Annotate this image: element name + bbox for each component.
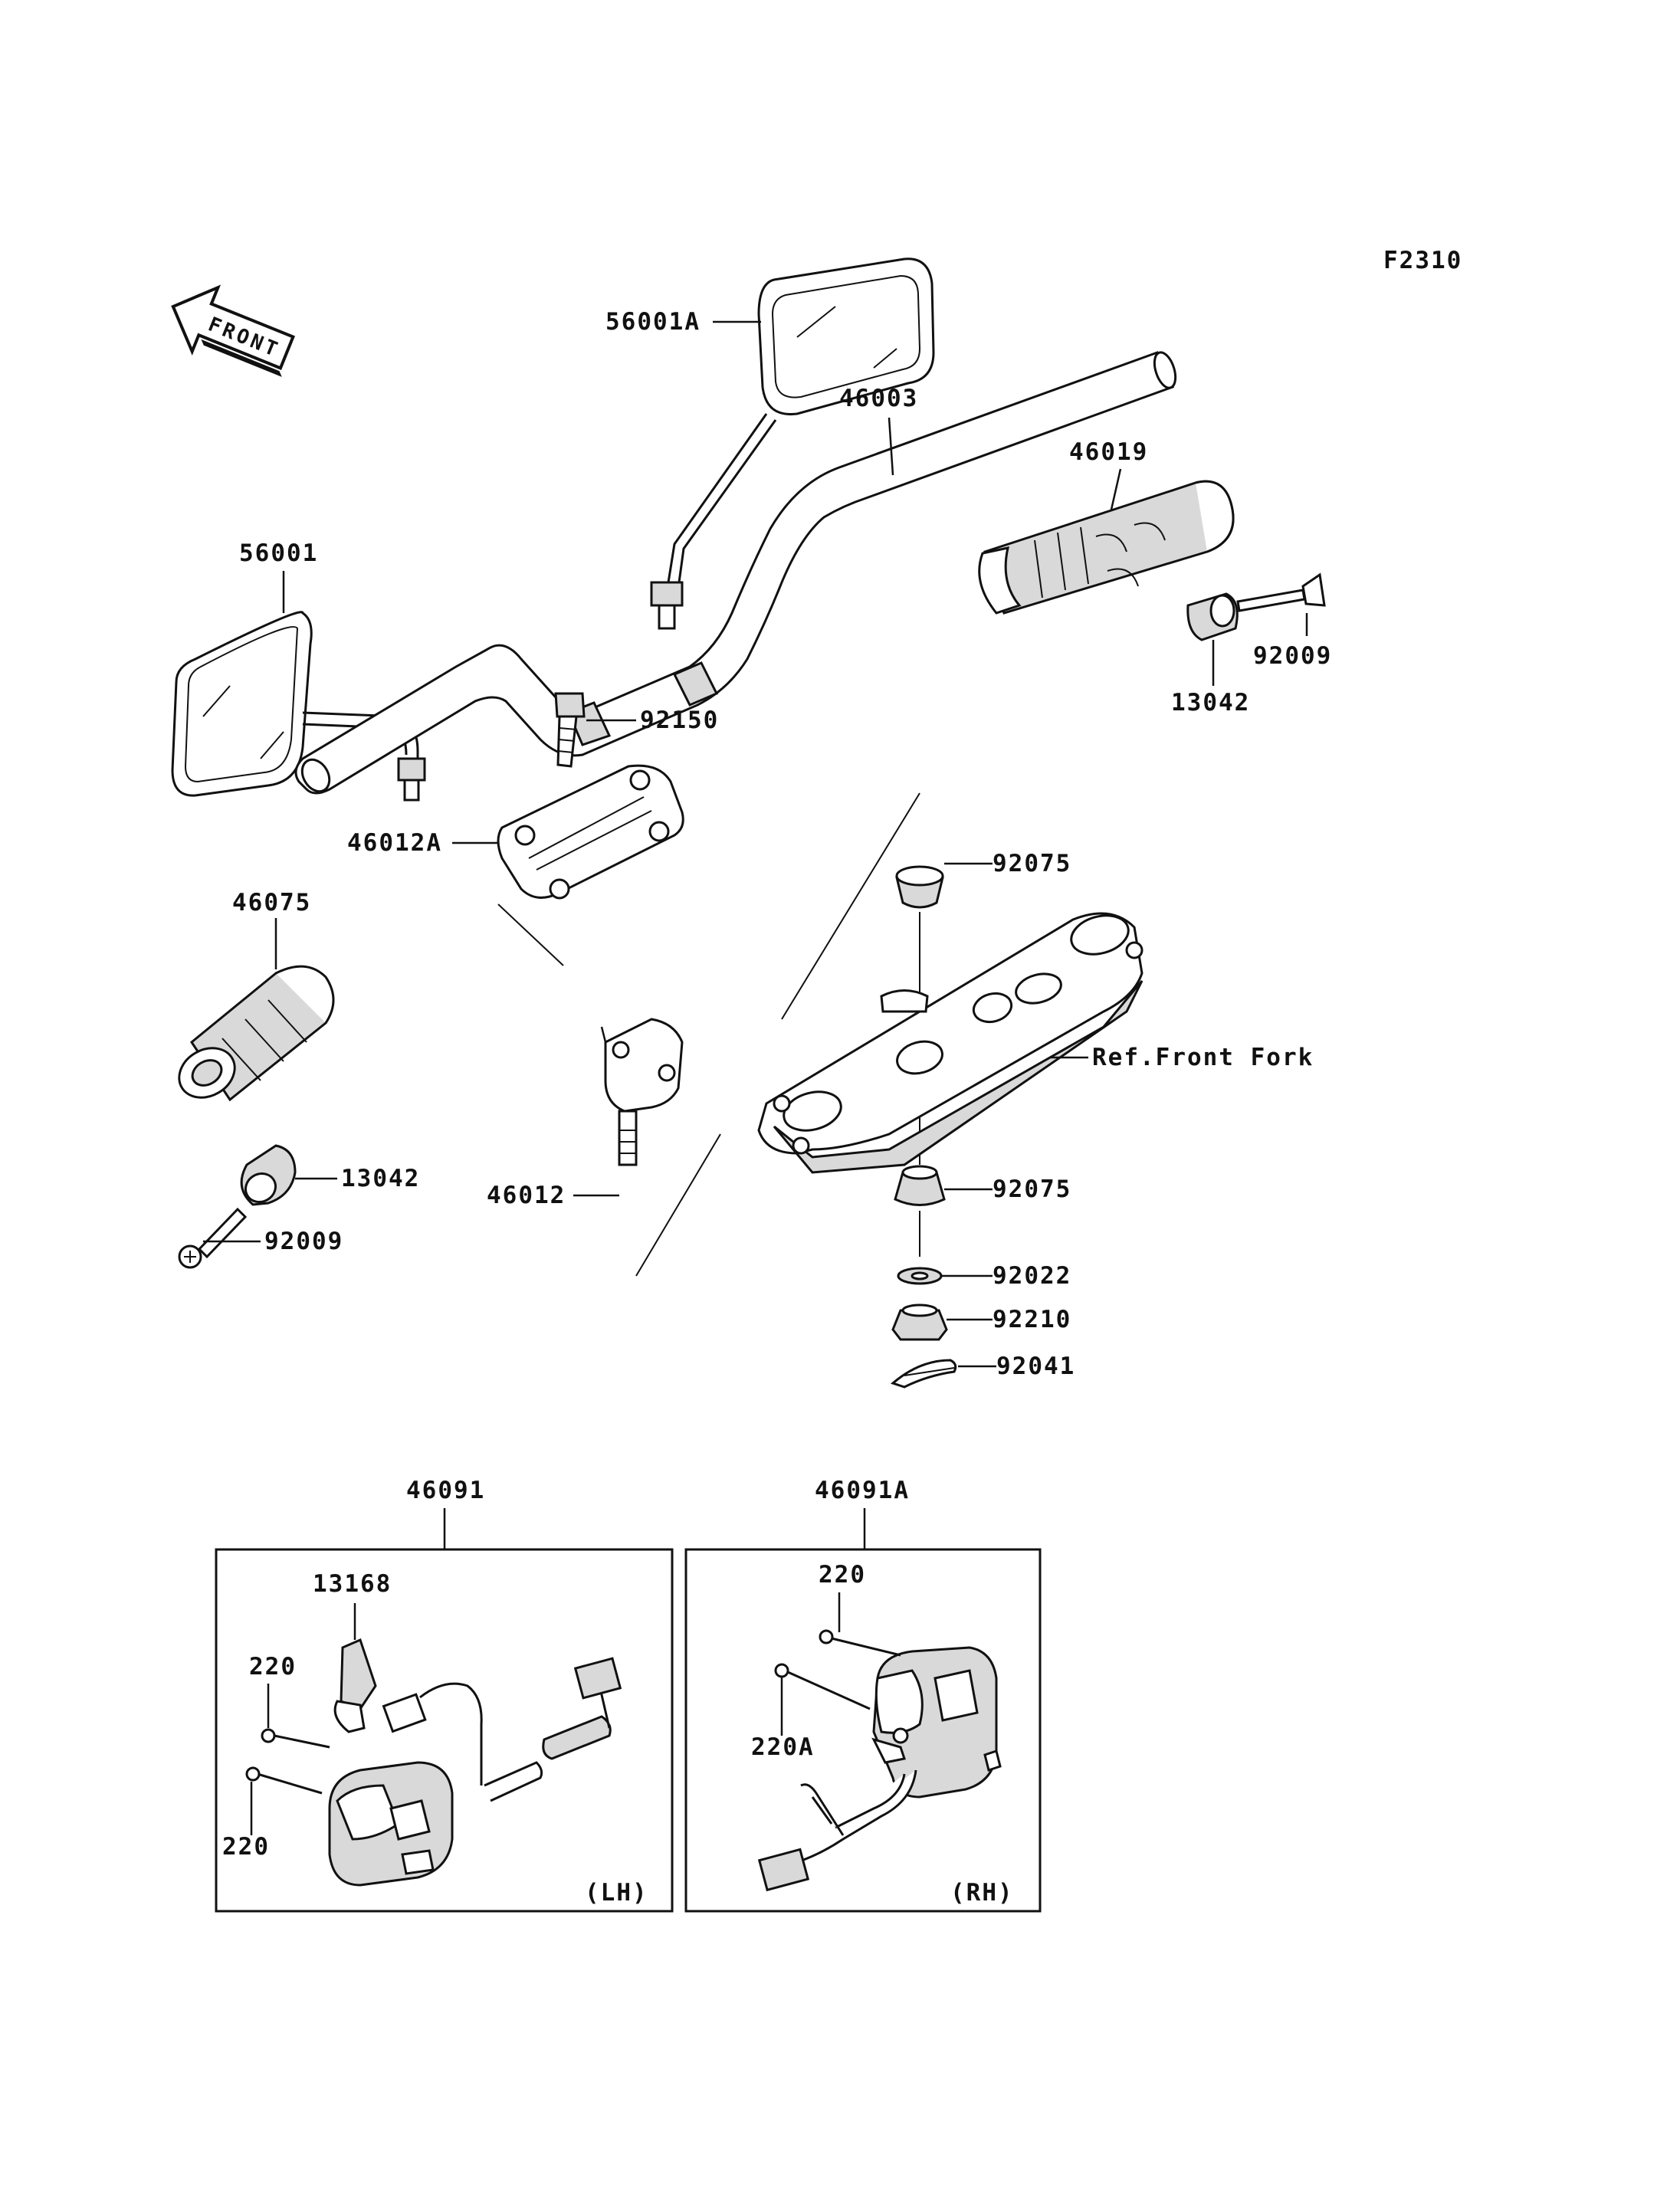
callout-bolt-clamp: 92150 [640,707,719,734]
callout-weight-right: 13042 [1171,689,1250,716]
ref-front-fork-label: Ref.Front Fork [1092,1044,1314,1071]
callout-holder: 46012 [487,1182,566,1209]
callout-bolt-right: 92009 [1253,642,1332,670]
switch-rh-side: (RH) [950,1879,1014,1907]
callout-rh-screw: 220 [819,1561,866,1589]
bolt-left-icon [178,1207,248,1269]
callout-cotter-pin: 92041 [996,1353,1075,1380]
callout-bolt-left: 92009 [264,1228,343,1255]
nut-icon [891,1303,948,1341]
figure-code: F2310 [1383,247,1462,274]
switch-lh-icon [245,1638,622,1887]
bolt-right-icon [1236,572,1326,612]
callout-weight-left: 13042 [341,1165,420,1192]
weight-right-icon [1186,592,1239,641]
callout-grip-right: 46019 [1069,438,1148,466]
switch-lh-side: (LH) [585,1879,648,1907]
grip-left-icon [178,965,335,1102]
callout-lh-cover: 13168 [313,1570,392,1598]
cotter-pin-icon [891,1359,957,1389]
callout-rh-screw-long: 220A [751,1733,815,1761]
callout-clamp-upper: 46012A [347,829,442,857]
clamp-upper-icon [497,764,684,900]
callout-nut: 92210 [993,1306,1071,1333]
damper-upper-icon [895,865,944,909]
switch-rh-icon [757,1629,1002,1892]
handlebar-icon [294,351,1177,795]
callout-damper-upper: 92075 [993,850,1071,877]
callout-grip-left: 46075 [232,889,311,917]
callout-handlebar: 46003 [839,385,918,412]
front-arrow-icon: FRONT [171,284,296,377]
washer-icon [897,1267,943,1285]
mirror-right-icon [650,257,935,630]
callout-lh-screw-a: 220 [249,1653,297,1681]
switch-lh-box [215,1548,674,1913]
bolt-clamp-icon [554,692,586,768]
holder-icon [600,1018,684,1166]
callout-lh-screw-b: 220 [222,1833,270,1861]
grip-right-icon [978,480,1235,615]
callout-mirror-right: 56001A [605,308,701,336]
callout-switch-rh: 46091A [815,1477,910,1504]
triple-clamp-icon [757,912,1144,1174]
switch-rh-box [684,1548,1042,1913]
callout-switch-lh: 46091 [406,1477,485,1504]
callout-damper-lower: 92075 [993,1176,1071,1203]
damper-lower-icon [894,1165,946,1206]
callout-mirror-left: 56001 [239,539,318,567]
callout-washer: 92022 [993,1262,1071,1290]
weight-left-icon [240,1144,297,1206]
